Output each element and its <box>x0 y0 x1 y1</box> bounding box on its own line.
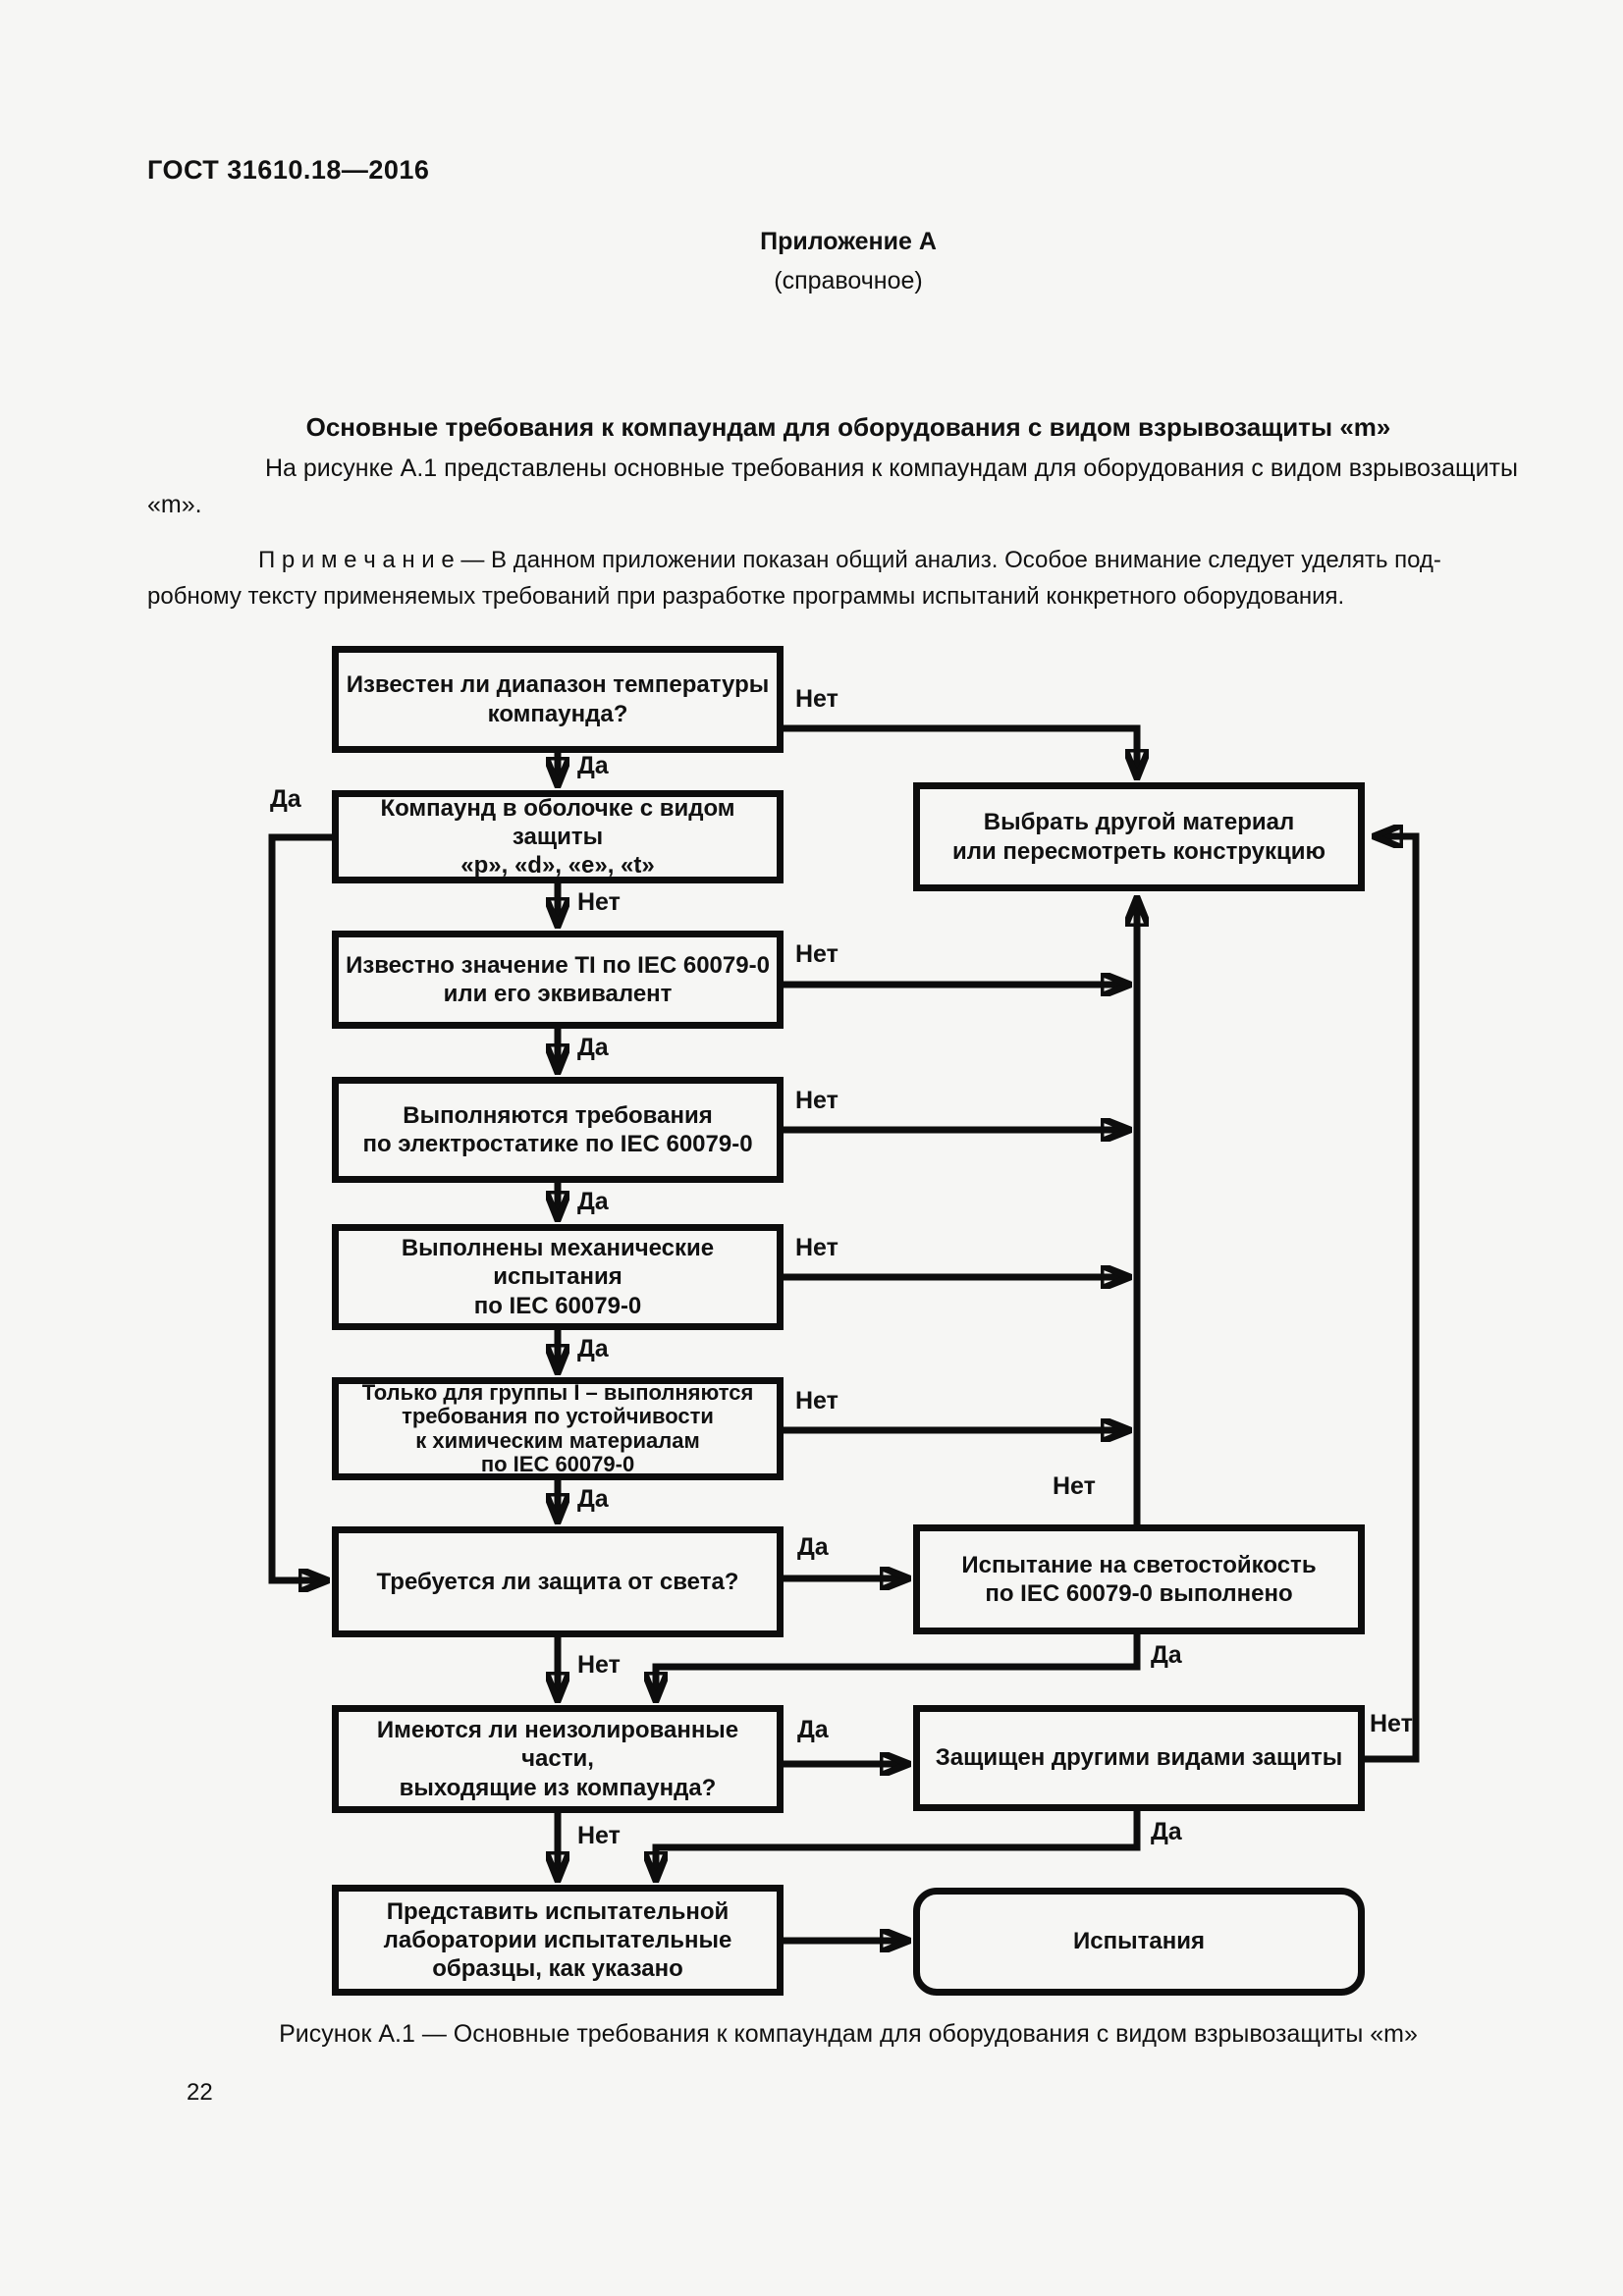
connector-r2-b8 <box>656 1634 1141 1700</box>
connector-b2-b7 <box>268 833 332 1580</box>
connector-r3-b9 <box>656 1811 1141 1880</box>
figure-caption: Рисунок А.1 — Основные требования к комп… <box>279 2020 1418 2048</box>
flow-box-tests-terminal: Испытания <box>913 1888 1365 1996</box>
appendix-title: Приложение А <box>760 228 937 255</box>
section-title: Основные требования к компаундам для обо… <box>305 412 1391 442</box>
appendix-subtitle: (справочное) <box>774 267 923 294</box>
flow-box-uninsulated-parts: Имеются ли неизолированные части, выходя… <box>332 1705 784 1813</box>
connector-b1-r1 <box>784 724 1137 777</box>
connector-r3-r1 <box>1365 836 1420 1763</box>
paragraph-line-2: «m». <box>147 491 202 518</box>
document-header: ГОСТ 31610.18—2016 <box>147 155 430 185</box>
edge-label-yes: Да <box>797 1533 829 1561</box>
edge-label-yes: Да <box>577 1485 609 1513</box>
edge-label-yes: Да <box>577 1034 609 1061</box>
edge-label-no: Нет <box>1053 1472 1096 1500</box>
edge-label-yes: Да <box>1151 1641 1182 1669</box>
edge-label-no: Нет <box>795 1234 839 1261</box>
flow-box-other-protection: Защищен другими видами защиты <box>913 1705 1365 1811</box>
edge-label-yes: Да <box>577 752 609 779</box>
edge-label-no: Нет <box>795 940 839 968</box>
edge-label-no: Нет <box>795 1387 839 1415</box>
edge-label-no: Нет <box>577 888 621 916</box>
flow-box-submit-samples: Представить испытательной лаборатории ис… <box>332 1885 784 1996</box>
paragraph-line-1: На рисунке А.1 представлены основные тре… <box>265 454 1518 482</box>
edge-label-yes: Да <box>577 1335 609 1362</box>
edge-label-yes: Да <box>270 785 301 813</box>
edge-label-yes: Да <box>577 1188 609 1215</box>
edge-label-no: Нет <box>795 1087 839 1114</box>
page-number: 22 <box>187 2079 213 2106</box>
edge-label-no: Нет <box>577 1822 621 1849</box>
flow-box-ti-value-known: Известно значение TI по IEC 60079-0 или … <box>332 931 784 1029</box>
flow-box-mechanical-tests: Выполнены механические испытания по IEC … <box>332 1224 784 1330</box>
note-line-1: П р и м е ч а н и е — В данном приложени… <box>258 547 1441 573</box>
flow-box-light-fastness-test: Испытание на светостойкость по IEC 60079… <box>913 1524 1365 1634</box>
edge-label-no: Нет <box>795 685 839 713</box>
flow-box-light-protection-needed: Требуется ли защита от света? <box>332 1526 784 1637</box>
edge-label-yes: Да <box>1151 1818 1182 1845</box>
flow-box-choose-other-material: Выбрать другой материал или пересмотреть… <box>913 782 1365 891</box>
flow-box-electrostatics: Выполняются требования по электростатике… <box>332 1077 784 1183</box>
flow-box-compound-in-enclosure: Компаунд в оболочке с видом защиты «p», … <box>332 790 784 883</box>
edge-label-yes: Да <box>797 1716 829 1743</box>
flow-box-temperature-range-known: Известен ли диапазон температуры компаун… <box>332 646 784 753</box>
flow-box-group1-chemical: Только для группы I – выполняются требов… <box>332 1377 784 1480</box>
edge-label-no: Нет <box>577 1651 621 1679</box>
note-line-2: робному тексту применяемых требований пр… <box>147 583 1345 610</box>
edge-label-no: Нет <box>1370 1710 1413 1737</box>
